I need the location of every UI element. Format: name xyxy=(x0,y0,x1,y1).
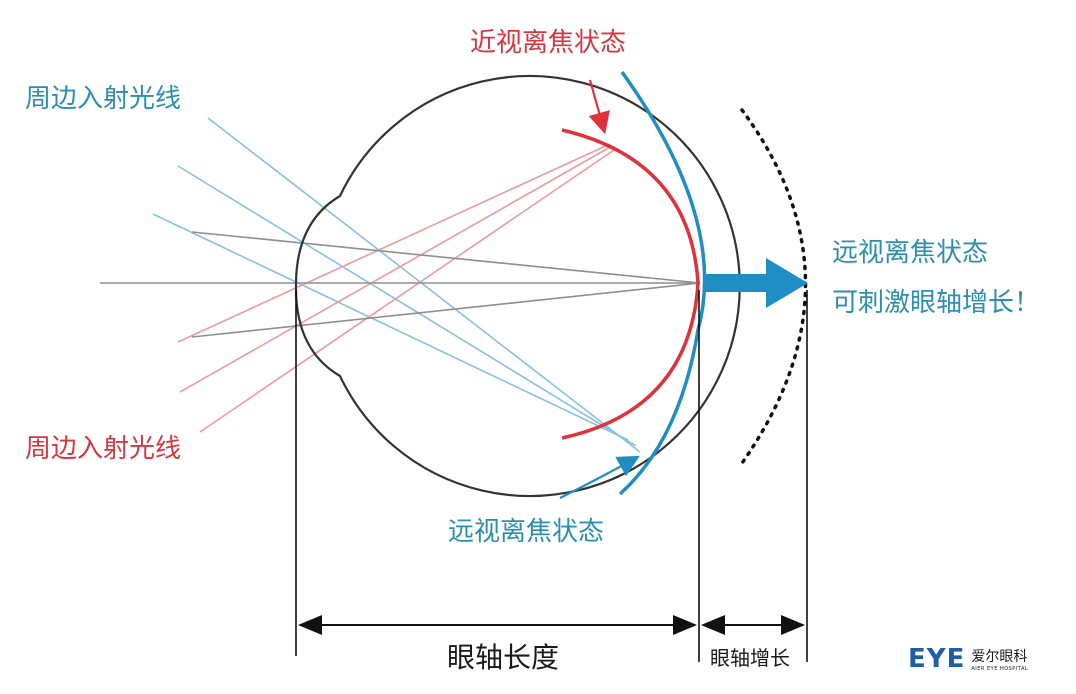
logo-text: 爱尔眼科 AIER EYE HOSPITAL xyxy=(971,646,1028,672)
label-axial-length: 眼轴长度 xyxy=(447,641,560,674)
label-hyperopic-defocus-bottom: 远视离焦状态 xyxy=(448,517,605,547)
red-peripheral-rays xyxy=(177,143,615,433)
dotted-retina-curve xyxy=(738,108,808,468)
label-hyperopic-defocus-right: 远视离焦状态 xyxy=(832,238,989,268)
label-peripheral-rays-red: 周边入射光线 xyxy=(25,434,182,464)
axial-growth-arrow xyxy=(704,258,808,308)
logo-name-en: AIER EYE HOSPITAL xyxy=(971,666,1029,672)
label-stimulate-axial-growth: 可刺激眼轴增长！ xyxy=(832,288,1041,318)
reference-lines xyxy=(295,290,808,662)
aier-logo: EYE 爱尔眼科 AIER EYE HOSPITAL xyxy=(908,644,1028,674)
myopic-pointer-arrow xyxy=(588,79,610,135)
blue-peripheral-rays xyxy=(152,117,641,453)
central-rays xyxy=(100,231,701,338)
hyperopic-pointer-arrow xyxy=(559,455,640,499)
label-myopic-defocus-top: 近视离焦状态 xyxy=(470,28,627,58)
eye-outline xyxy=(294,74,741,498)
logo-mark: EYE xyxy=(908,644,966,674)
label-peripheral-rays-blue: 周边入射光线 xyxy=(25,84,182,114)
label-axial-growth: 眼轴增长 xyxy=(710,646,790,670)
myopic-focal-arc xyxy=(561,128,700,440)
logo-name-cn: 爱尔眼科 xyxy=(971,649,1028,665)
